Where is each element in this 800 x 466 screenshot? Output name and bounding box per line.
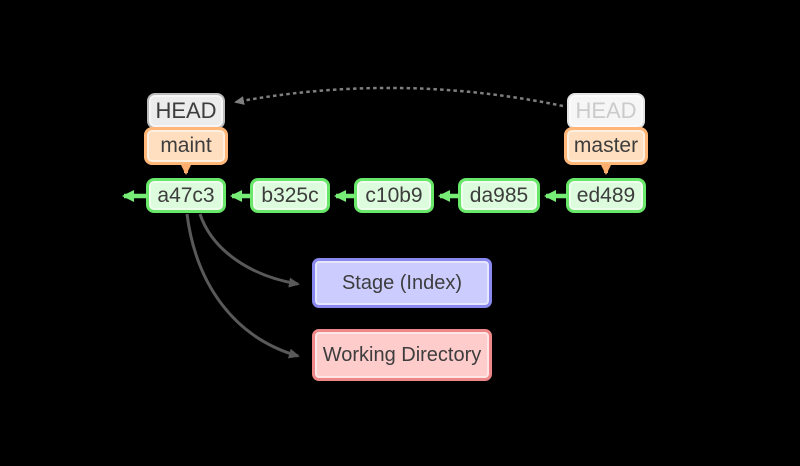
branch-label-master: master bbox=[564, 127, 648, 165]
head-pointer-active-label: HEAD bbox=[155, 98, 217, 123]
head-pointer-previous-label: HEAD bbox=[575, 98, 637, 123]
stage-index-box: Stage (Index) bbox=[312, 258, 492, 308]
commit-node-da985: da985 bbox=[458, 178, 540, 213]
commit-to-workdir-arrow bbox=[185, 213, 300, 359]
commit-node-a47c3: a47c3 bbox=[146, 178, 226, 213]
branch-label-maint: maint bbox=[144, 127, 228, 165]
branch-maint-text: maint bbox=[160, 134, 212, 157]
commit-id: a47c3 bbox=[157, 183, 215, 207]
head-pointer-previous: HEAD bbox=[567, 93, 645, 129]
commit-to-stage-arrow bbox=[198, 213, 300, 288]
head-pointer-active: HEAD bbox=[147, 93, 225, 129]
commit-id: ed489 bbox=[576, 183, 636, 207]
stage-index-label: Stage (Index) bbox=[341, 271, 463, 294]
commit-id: da985 bbox=[469, 183, 529, 207]
working-directory-label: Working Directory bbox=[322, 343, 482, 366]
commit-node-c10b9: c10b9 bbox=[354, 178, 434, 213]
commit-node-b325c: b325c bbox=[250, 178, 330, 213]
commit-node-ed489: ed489 bbox=[566, 178, 646, 213]
commit-id: b325c bbox=[261, 183, 319, 207]
branch-master-text: master bbox=[573, 134, 639, 157]
working-directory-box: Working Directory bbox=[312, 329, 492, 381]
commit-id: c10b9 bbox=[365, 183, 423, 207]
head-move-arrow bbox=[234, 86, 564, 108]
